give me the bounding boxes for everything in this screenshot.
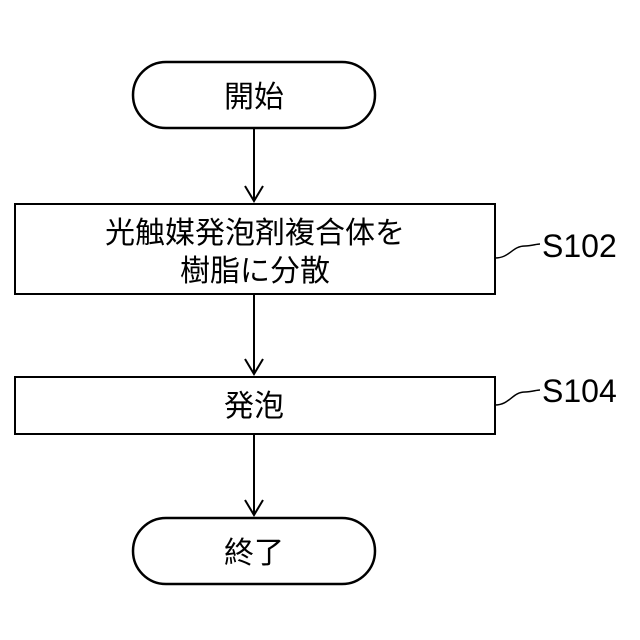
end-label: 終了: [224, 536, 284, 571]
s104-leader-line: [495, 390, 540, 405]
s102-line-1: 光触媒発泡剤複合体を: [105, 216, 405, 251]
arrow-s104-to-end: [245, 434, 263, 515]
s102-line-2: 樹脂に分散: [180, 254, 330, 289]
s102-step-label: S102: [542, 228, 617, 264]
s104-line-1: 発泡: [224, 389, 284, 424]
s102-leader-line: [495, 244, 540, 258]
arrow-start-to-s102: [245, 128, 263, 201]
arrow-s102-to-s104: [245, 294, 263, 374]
s104-step-label: S104: [542, 373, 617, 409]
start-label: 開始: [224, 80, 284, 115]
